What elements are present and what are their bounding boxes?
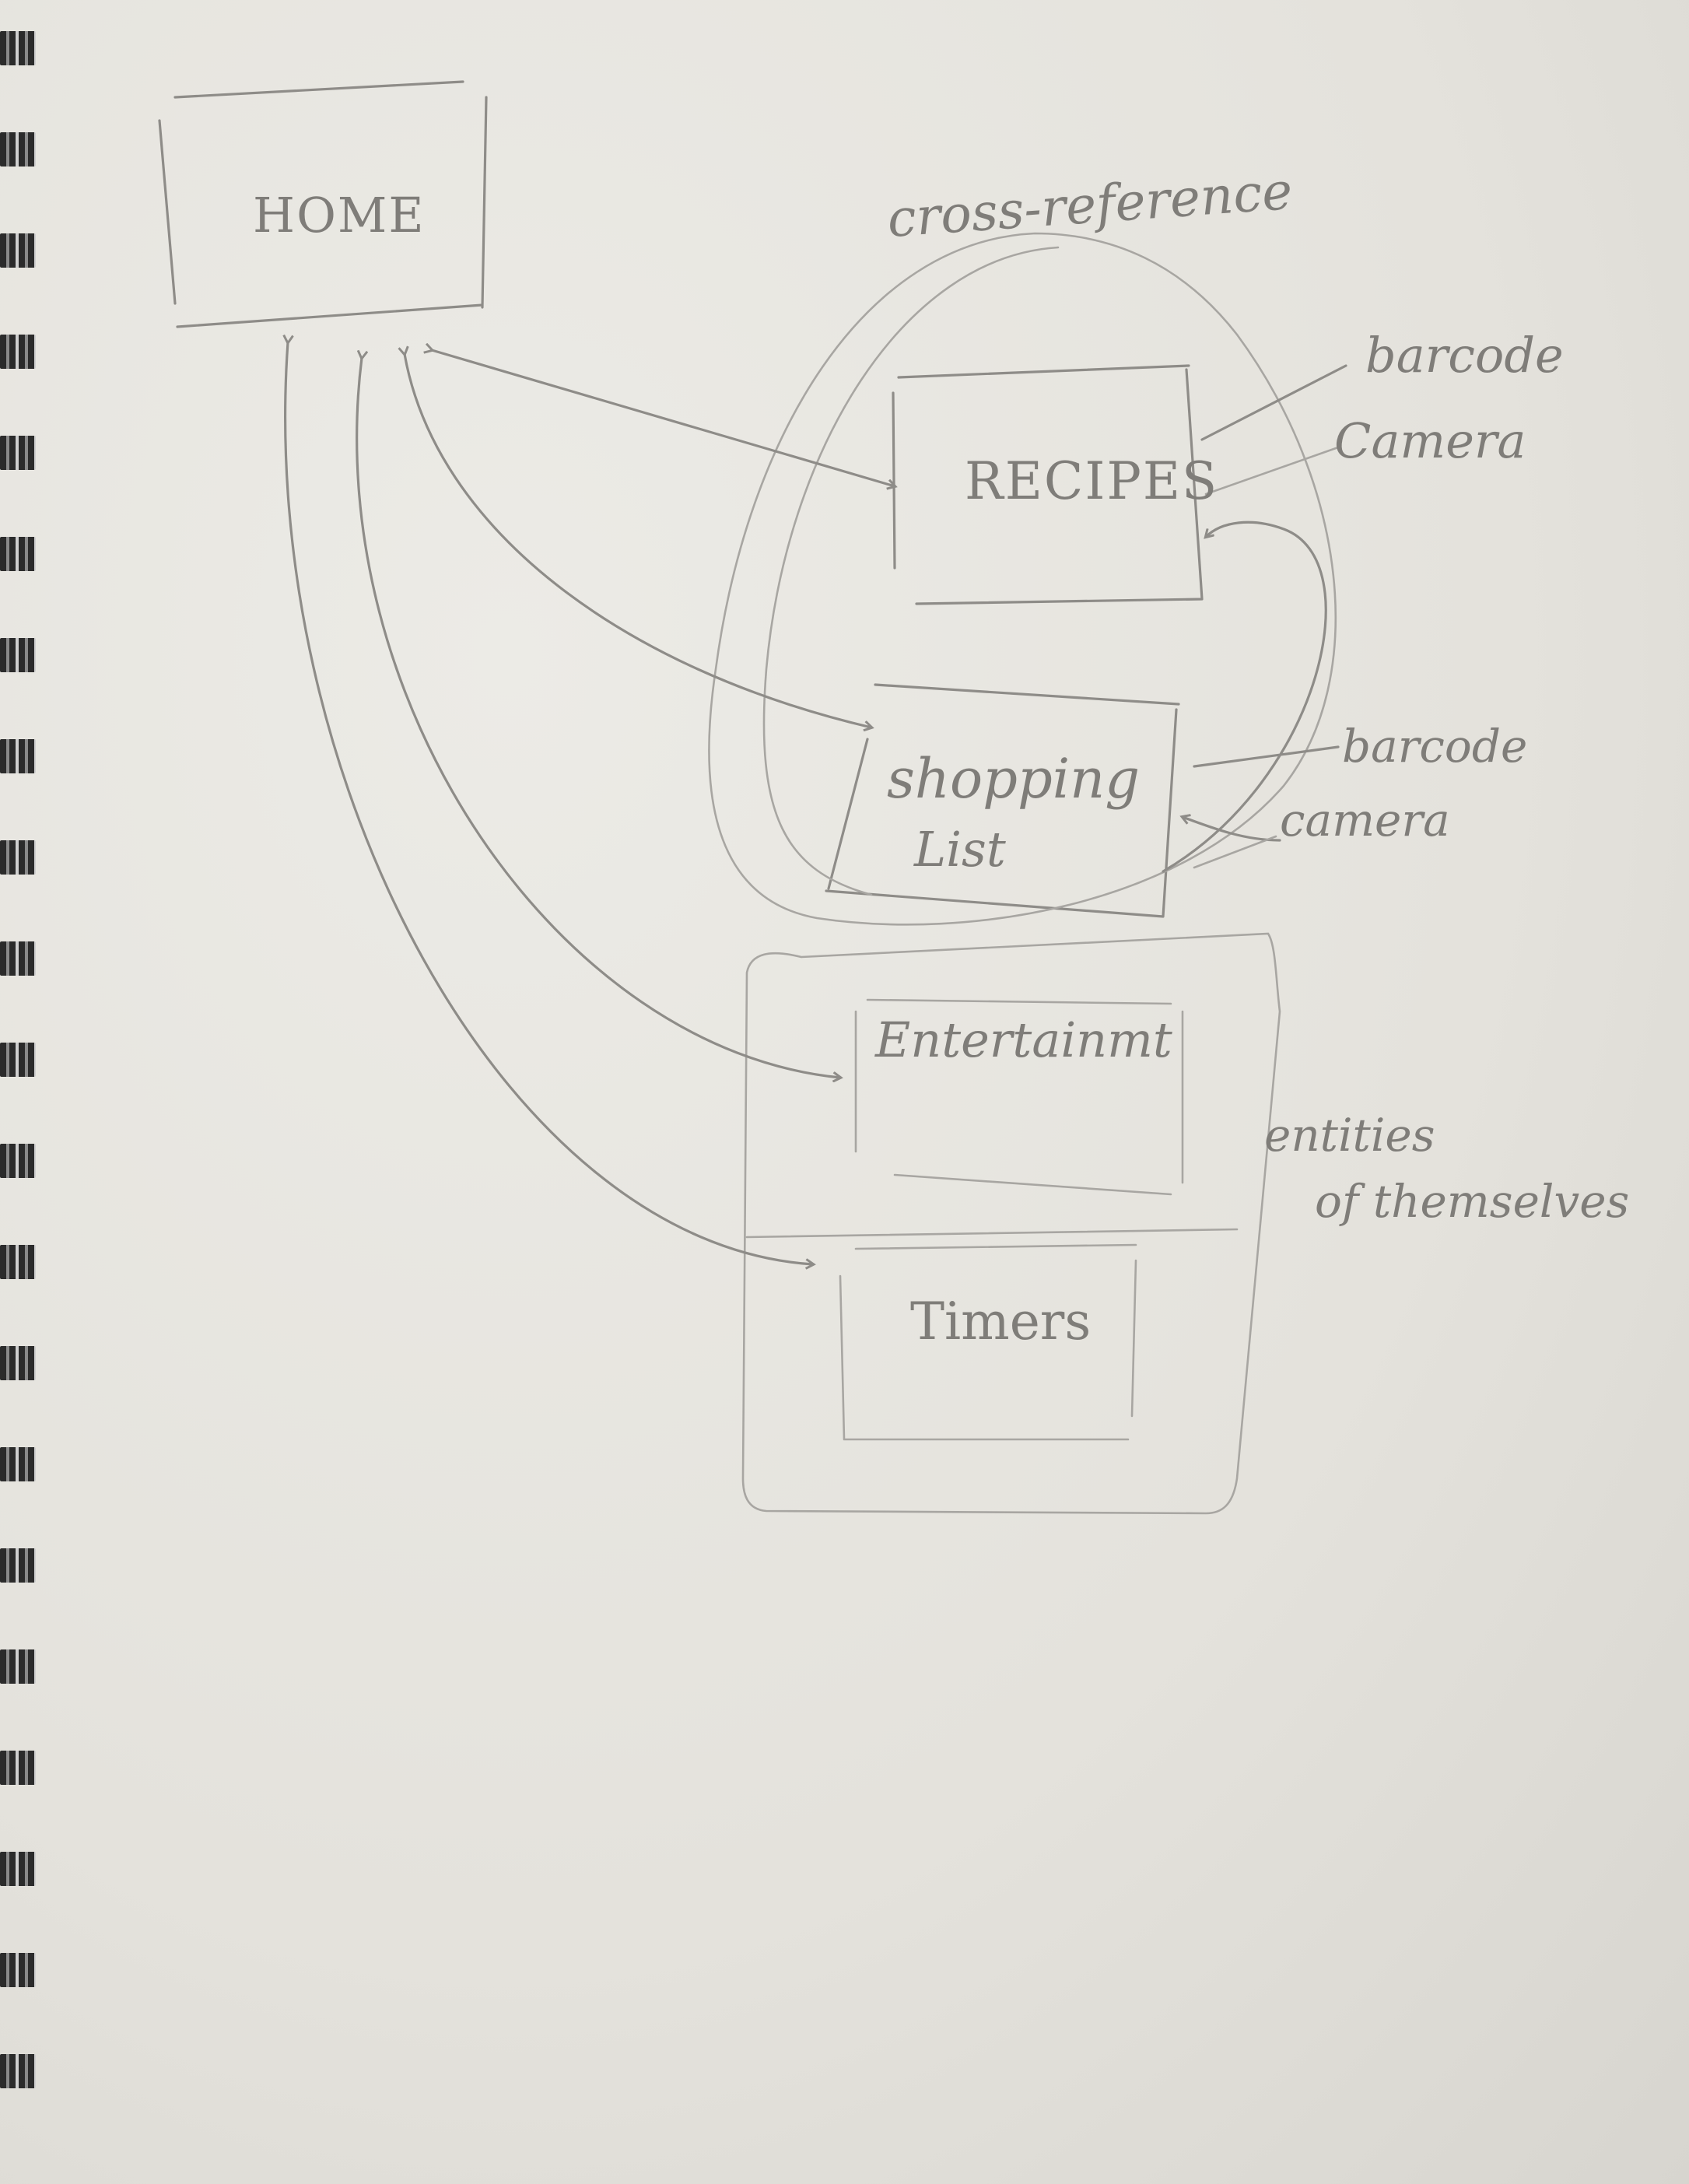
spiral-ring <box>0 1548 36 1583</box>
home-label: HOME <box>253 187 426 244</box>
home-box <box>158 80 488 328</box>
recipes-label: RECIPES <box>965 451 1219 511</box>
spiral-binding <box>0 0 47 2184</box>
spiral-ring <box>0 1144 36 1178</box>
spiral-ring <box>0 335 36 369</box>
entities-annotation-line2: of themselves <box>1315 1175 1630 1228</box>
timers-label: Timers <box>910 1292 1092 1351</box>
home-recipes-arrow <box>432 350 895 486</box>
home-timers-arrow <box>286 342 813 1264</box>
spiral-ring <box>0 739 36 773</box>
spiral-ring <box>0 638 36 672</box>
spiral-ring <box>0 1751 36 1785</box>
spiral-ring <box>0 1245 36 1279</box>
spiral-ring <box>0 1447 36 1481</box>
entities-annotation-line1: entities <box>1264 1109 1435 1162</box>
recipes-shopping-link <box>1162 521 1327 873</box>
shopping-list-box <box>825 683 1180 918</box>
spiral-ring <box>0 1953 36 1987</box>
recipes-camera-line <box>1204 446 1340 496</box>
spiral-ring <box>0 537 36 571</box>
shopping-camera-line <box>1193 835 1277 869</box>
spiral-ring <box>0 1649 36 1684</box>
recipes-barcode-annotation: barcode <box>1365 327 1564 384</box>
shopping-barcode-line <box>1193 745 1340 768</box>
shopping-list-label-line1: shopping <box>887 747 1141 811</box>
spiral-ring <box>0 31 36 65</box>
cross-reference-loop <box>708 232 1337 926</box>
spiral-ring <box>0 1346 36 1380</box>
shopping-camera-link <box>1183 817 1281 842</box>
spiral-ring <box>0 132 36 167</box>
recipes-camera-annotation: Camera <box>1334 412 1526 469</box>
shopping-list-label-line2: List <box>914 821 1006 878</box>
spiral-ring <box>0 941 36 976</box>
spiral-ring <box>0 840 36 875</box>
shopping-barcode-annotation: barcode <box>1342 720 1528 773</box>
spiral-ring <box>0 233 36 268</box>
spiral-ring <box>0 436 36 470</box>
entertainment-label: Entertainmt <box>875 1011 1172 1068</box>
entertainment-box <box>854 998 1184 1196</box>
spiral-ring <box>0 1852 36 1886</box>
spiral-ring <box>0 2054 36 2088</box>
recipes-barcode-line <box>1200 364 1347 441</box>
timers-box <box>839 1243 1137 1441</box>
spiral-ring <box>0 1043 36 1077</box>
shopping-camera-annotation: camera <box>1280 794 1450 847</box>
